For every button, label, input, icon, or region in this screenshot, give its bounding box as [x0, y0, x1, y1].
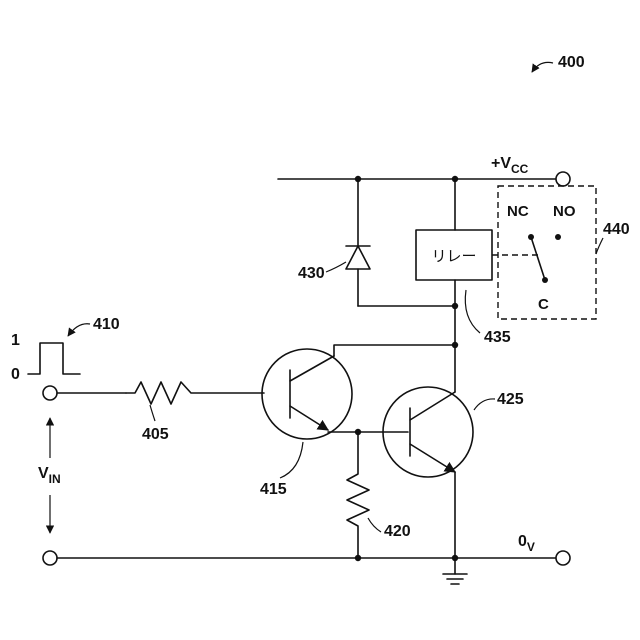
diode-leader [326, 262, 346, 272]
figure-ref-arrow [532, 62, 553, 72]
input-terminal [43, 386, 57, 400]
input-stage: 405 [43, 382, 264, 443]
transistor-415-collector-wire [334, 345, 455, 356]
switch-common-label: C [538, 296, 549, 313]
diode-triangle [346, 246, 370, 269]
junction-dot [452, 303, 458, 309]
switch-block-leader [596, 238, 603, 254]
switch-block-ref: 440 [603, 221, 630, 238]
supply-label: +VCC [491, 155, 529, 176]
switch-nc-label: NC [507, 203, 529, 220]
transistor-415-emitter [290, 406, 328, 430]
resistor-420-ref: 420 [384, 523, 411, 540]
figure-ref: 400 [558, 54, 585, 71]
transistor-425-collector [410, 392, 455, 420]
ground-terminal-right [556, 551, 570, 565]
switch-no-label: NO [553, 203, 576, 220]
vin-label: VIN [38, 465, 61, 486]
relay-leader [465, 290, 480, 333]
pulse-ref: 410 [93, 316, 120, 333]
pulse-ref-arrow [68, 324, 90, 336]
transistor-425-leader [474, 399, 495, 410]
transistor-415-collector [290, 356, 334, 381]
diode-430: 430 [298, 179, 455, 306]
pulse-waveform [28, 343, 80, 374]
transistor-425-emitter [410, 444, 455, 472]
transistor-415-body [262, 349, 352, 439]
switch-block-440: NC NO C 440 [498, 186, 630, 319]
resistor-405-leader [150, 405, 155, 421]
ground-terminal-left [43, 551, 57, 565]
resistor-405-ref: 405 [142, 426, 169, 443]
vin-indicator: VIN [38, 418, 61, 533]
resistor-420-leader [368, 518, 381, 532]
ground-rail: 0V [43, 533, 570, 584]
resistor-420 [347, 432, 369, 558]
transistor-425-ref: 425 [497, 391, 524, 408]
diode-ref: 430 [298, 265, 325, 282]
supply-terminal [556, 172, 570, 186]
resistor-405 [126, 382, 264, 404]
transistor-415-ref: 415 [260, 481, 287, 498]
relay-ref: 435 [484, 329, 511, 346]
transistor-415-leader [280, 442, 303, 478]
supply-rail: +VCC [278, 155, 570, 186]
input-pulse-410: 1 0 410 [11, 316, 120, 383]
emitter-node: 420 [328, 429, 411, 558]
relay-text: リレー [431, 248, 476, 265]
ground-label: 0V [518, 533, 535, 554]
switch-arm [531, 237, 545, 280]
figure-ref-group: 400 [532, 54, 585, 72]
switch-no-contact [555, 234, 561, 240]
junction-dot [355, 555, 361, 561]
pulse-high-label: 1 [11, 332, 20, 349]
pulse-low-label: 0 [11, 366, 20, 383]
